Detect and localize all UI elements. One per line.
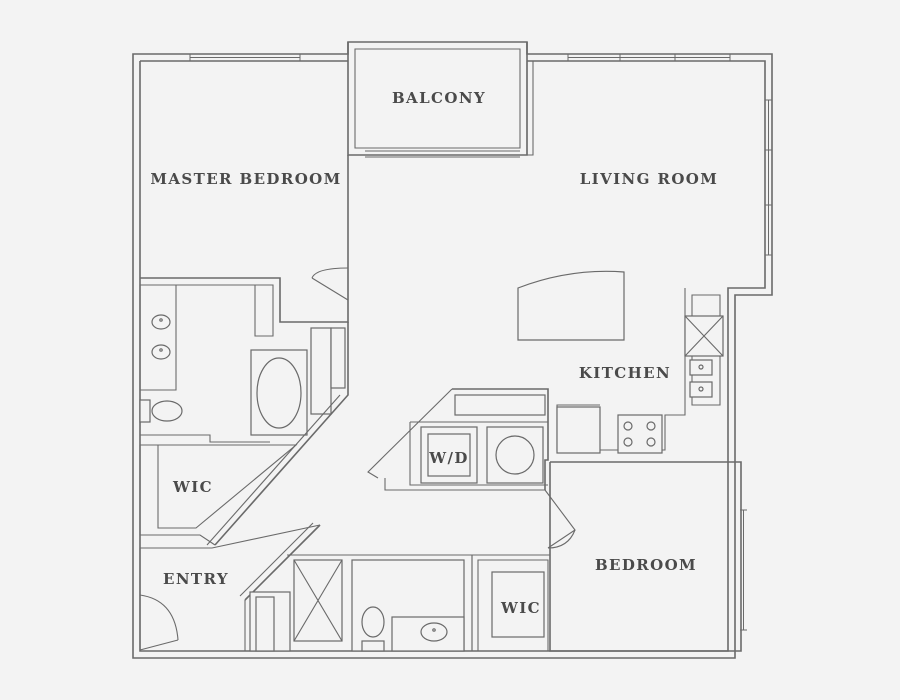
label-balcony: BALCONY — [392, 89, 486, 107]
label-master-wic: WIC — [172, 478, 213, 496]
label-washer-dryer: W/D — [428, 449, 469, 467]
label-entry: ENTRY — [163, 570, 229, 588]
hall-bath — [239, 522, 473, 652]
balcony — [347, 42, 534, 158]
kitchen — [517, 270, 724, 454]
label-kitchen: KITCHEN — [579, 364, 671, 382]
master-bath — [139, 284, 349, 546]
windows — [189, 54, 772, 631]
label-living-room: LIVING ROOM — [580, 170, 719, 188]
bedroom — [471, 461, 742, 652]
label-bedroom: BEDROOM — [595, 556, 697, 574]
master-wic — [139, 444, 298, 546]
room-labels: MASTER BEDROOM BALCONY LIVING ROOM KITCH… — [150, 89, 719, 617]
master-bedroom — [140, 155, 349, 323]
laundry — [367, 388, 549, 491]
label-bedroom-wic: WIC — [500, 599, 541, 617]
entry — [139, 524, 321, 651]
label-master-bedroom: MASTER BEDROOM — [150, 170, 341, 188]
